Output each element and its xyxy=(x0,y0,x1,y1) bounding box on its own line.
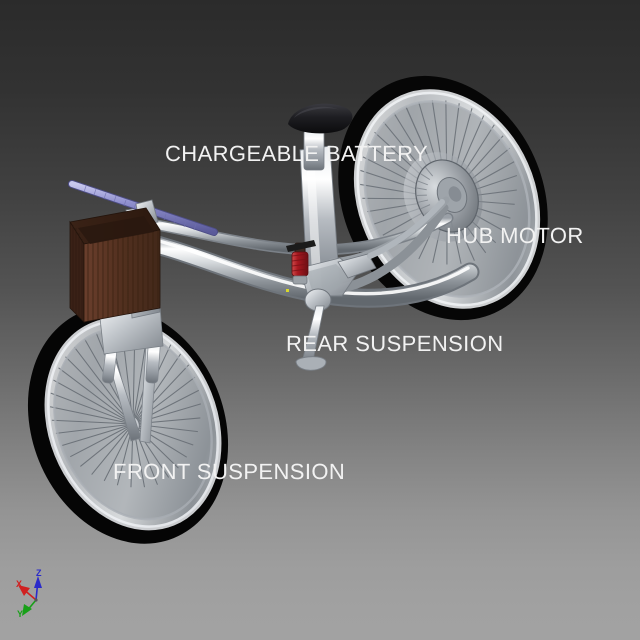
rear-suspension-shock xyxy=(286,240,316,285)
crate-left-slats xyxy=(72,225,83,320)
callout-front-suspension: FRONT SUSPENSION xyxy=(113,459,346,484)
saddle-assembly xyxy=(288,103,353,171)
crate-front-face xyxy=(83,229,161,323)
axis-z-arrow xyxy=(34,576,42,588)
rear-rim-inner-edge xyxy=(363,100,531,298)
shock-lower-mount xyxy=(292,275,308,285)
front-suspension xyxy=(99,305,164,444)
axis-origin xyxy=(34,598,38,602)
origin-marker xyxy=(286,289,289,292)
shock-coil-windings xyxy=(291,253,309,272)
front-rim-highlight xyxy=(44,317,222,531)
crate-slats xyxy=(87,230,159,321)
shock-upper-link xyxy=(286,240,316,252)
callout-hub-motor: HUB MOTOR xyxy=(446,223,584,248)
axis-z-label: Z xyxy=(36,568,42,578)
pedal xyxy=(295,356,327,371)
axis-orientation-triad: X Y Z xyxy=(6,566,62,624)
rear-rim-highlight xyxy=(353,89,541,309)
fork-stanchion xyxy=(145,342,161,384)
seat-tube-highlight xyxy=(306,149,322,296)
axle-arm xyxy=(367,199,445,259)
saddle-highlight xyxy=(294,106,340,118)
callout-rear-suspension: REAR SUSPENSION xyxy=(286,331,504,356)
battery-crate xyxy=(69,207,161,323)
rear-wheel xyxy=(338,75,548,321)
axis-x-label: X xyxy=(16,579,23,589)
axis-x-arrow xyxy=(18,585,30,596)
swingarm-plate-inner xyxy=(306,264,348,290)
callout-chargeable-battery: CHARGEABLE BATTERY xyxy=(165,141,429,166)
front-rim-inner-edge xyxy=(53,327,213,521)
axis-y-label: Y xyxy=(17,609,24,619)
crate-opening xyxy=(78,216,154,244)
axis-y-arrow xyxy=(22,604,32,616)
rear-dropout xyxy=(337,253,377,279)
